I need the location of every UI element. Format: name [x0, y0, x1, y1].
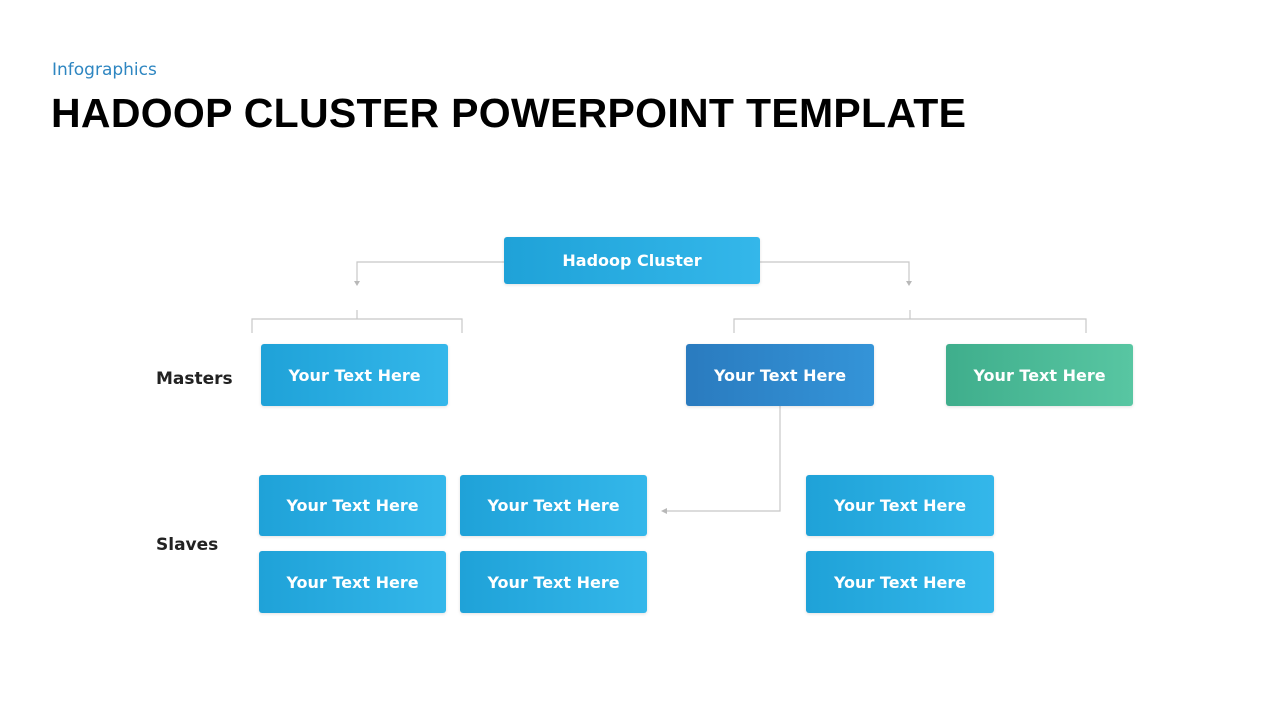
master-node-3[interactable]: Your Text Here	[946, 344, 1133, 406]
arrow-head-right	[906, 281, 912, 286]
slave-node-label: Your Text Here	[286, 496, 419, 515]
master-node-2[interactable]: Your Text Here	[686, 344, 874, 406]
bracket-left	[251, 318, 463, 333]
connector-master-slave	[666, 406, 781, 512]
slave-node-label: Your Text Here	[286, 572, 419, 592]
slave-node-2[interactable]: Your Text Here	[460, 475, 647, 536]
slave-node-5[interactable]: Your Text Here	[460, 551, 647, 613]
master-node-label: Your Text Here	[973, 365, 1106, 385]
slave-node-4[interactable]: Your Text Here	[259, 551, 446, 613]
master-node-label: Your Text Here	[713, 365, 847, 385]
master-node-label: Your Text Here	[288, 365, 421, 385]
row-label-masters: Masters	[156, 369, 233, 389]
slave-node-1[interactable]: Your Text Here	[259, 475, 446, 536]
connector-root-right	[760, 261, 910, 282]
root-node[interactable]: Hadoop Cluster	[504, 237, 760, 284]
slave-node-label: Your Text Here	[833, 572, 967, 592]
master-node-1[interactable]: Your Text Here	[261, 344, 448, 406]
row-label-slaves: Slaves	[156, 535, 219, 555]
bracket-right	[733, 318, 1087, 333]
subtitle: Infographics	[52, 60, 157, 80]
slave-node-label: Your Text Here	[833, 496, 967, 515]
slave-node-3[interactable]: Your Text Here	[806, 475, 994, 536]
slave-node-6[interactable]: Your Text Here	[806, 551, 994, 613]
connector-root-left	[356, 261, 504, 282]
arrow-head-slave	[661, 508, 667, 514]
root-node-label: Hadoop Cluster	[562, 251, 702, 270]
slave-node-label: Your Text Here	[487, 496, 620, 515]
arrow-head-left	[354, 281, 360, 286]
page-title: HADOOP CLUSTER POWERPOINT TEMPLATE	[51, 90, 967, 136]
slave-node-label: Your Text Here	[487, 572, 620, 592]
